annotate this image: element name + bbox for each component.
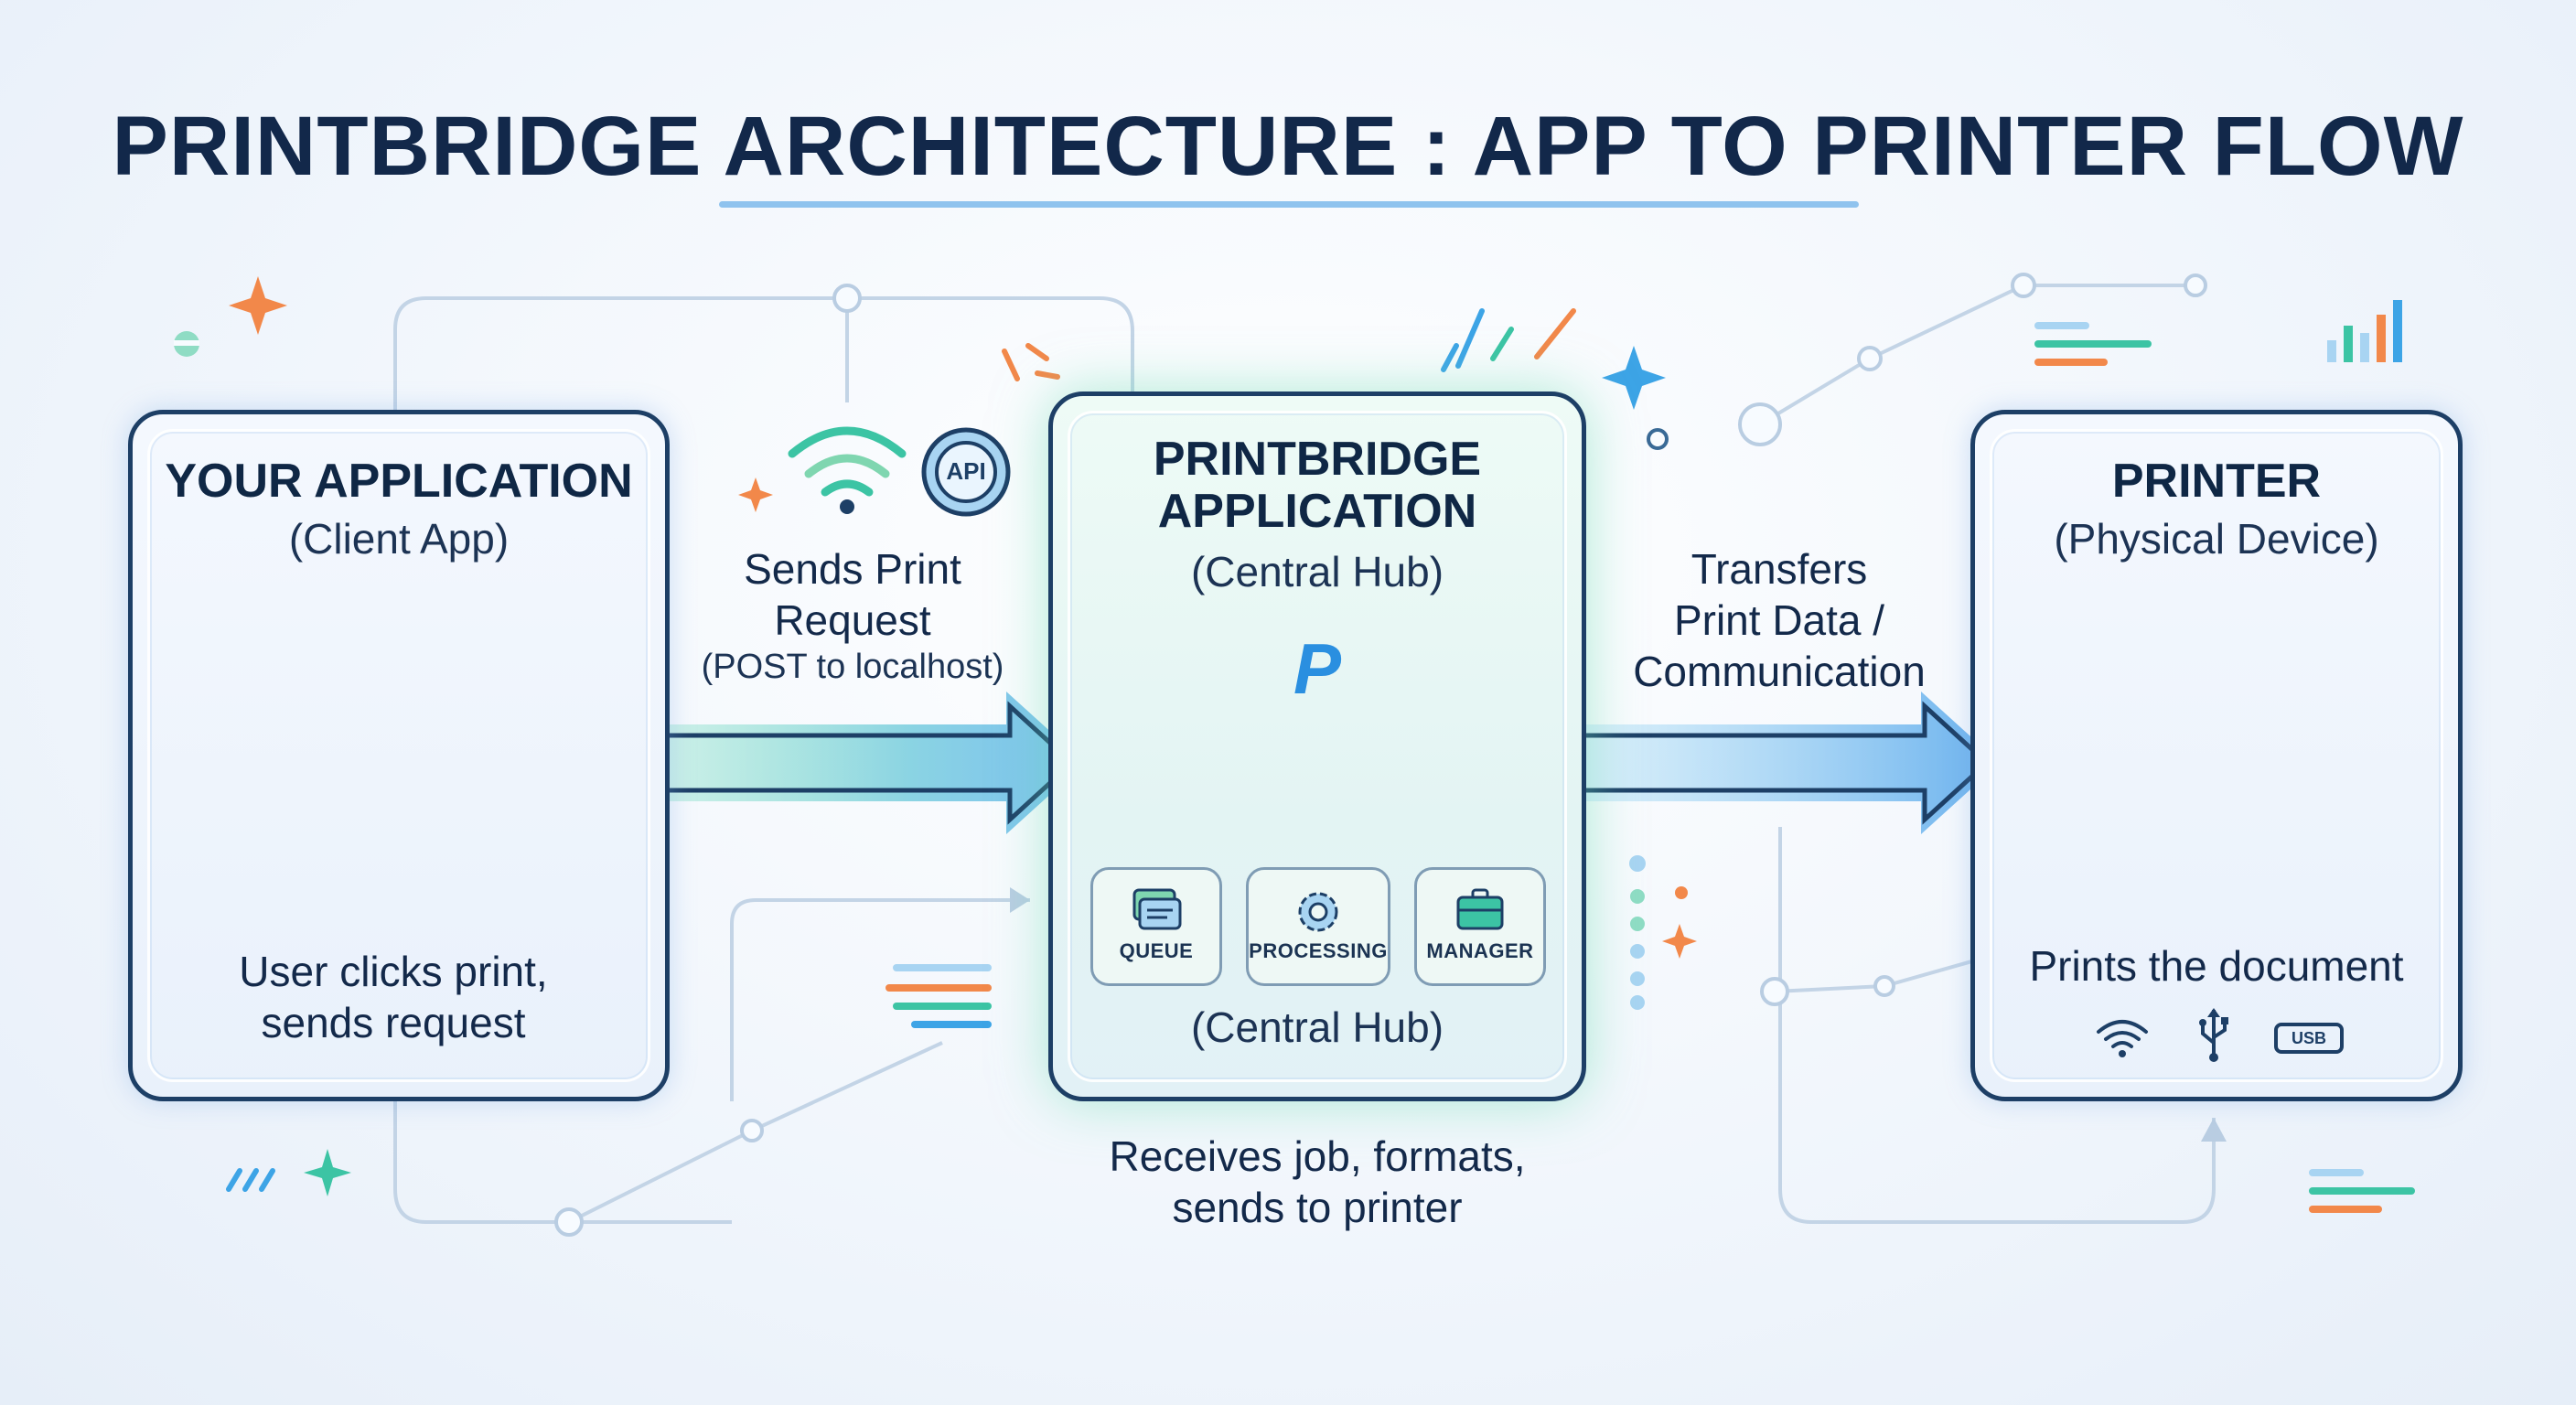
connector-lines [393, 284, 2216, 1224]
hub-footer: (Central Hub) [1190, 1003, 1444, 1051]
api-gear-icon [921, 427, 1011, 517]
transfer-flow-label-line: Print Data / [1673, 596, 1885, 645]
gear-icon [1298, 892, 1338, 932]
page-title: PRINTBRIDGE ARCHITECTURE : APP TO PRINTE… [112, 100, 2464, 193]
module-label: MANAGER [1426, 939, 1534, 962]
processing-module: PROCESSING [1246, 867, 1390, 986]
hub-title: PRINTBRIDGE APPLICATION [1048, 433, 1586, 539]
accent-dots [174, 331, 1688, 1010]
queue-module: QUEUE [1090, 867, 1222, 986]
small-arrowhead-icon [2201, 1118, 2227, 1142]
request-flow-label: Sends Print Request [651, 543, 1054, 646]
transfer-arrow [1570, 692, 2000, 834]
client-app-panel [128, 410, 670, 1101]
module-label: QUEUE [1119, 939, 1194, 962]
hub-subtitle: (Central Hub) [1190, 548, 1444, 595]
client-description-line: User clicks print, [239, 948, 548, 995]
wifi-icon [2093, 1014, 2152, 1061]
client-title: YOUR APPLICATION [165, 455, 633, 508]
api-label: API [946, 457, 986, 485]
title-underline [719, 201, 1859, 208]
legend-lines-icon [886, 322, 2415, 1213]
printer-subtitle: (Physical Device) [2054, 515, 2379, 563]
client-description: User clicks print, sends request [168, 946, 618, 1048]
printer-description: Prints the document [2029, 942, 2404, 990]
wifi-signal-icon [788, 426, 907, 514]
usb-symbol-icon [2192, 1006, 2236, 1065]
request-flow-label-line: Sends Print [744, 545, 961, 593]
module-label: PROCESSING [1249, 939, 1388, 962]
hub-description-line: sends to printer [1172, 1184, 1463, 1232]
connector-nodes [554, 273, 2207, 1237]
small-arrowhead-icon [1010, 887, 1030, 913]
manager-module: MANAGER [1414, 867, 1546, 986]
client-description-line: sends request [261, 999, 526, 1047]
hub-title-line: APPLICATION [1157, 485, 1477, 539]
hub-title-line: PRINTBRIDGE [1153, 433, 1482, 486]
hub-description-line: Receives job, formats, [1109, 1132, 1526, 1180]
hub-description: Receives job, formats, sends to printer [1006, 1131, 1628, 1233]
printbridge-logo: P [1293, 628, 1342, 709]
usb-port-icon: USB [2274, 1023, 2344, 1054]
request-flow-label-line: Request [774, 596, 931, 645]
transfer-flow-label: Transfers Print Data / Communication [1583, 543, 1976, 697]
briefcase-icon [1456, 888, 1504, 930]
printer-title: PRINTER [2111, 455, 2322, 508]
request-flow-detail: (POST to localhost) [701, 648, 1004, 686]
transfer-flow-label-line: Transfers [1690, 545, 1868, 593]
queue-icon [1132, 888, 1182, 930]
client-subtitle: (Client App) [288, 515, 510, 563]
request-arrow [653, 692, 1085, 834]
mini-bar-chart-icon [2327, 300, 2402, 362]
printer-panel [1970, 410, 2463, 1101]
transfer-flow-label-line: Communication [1633, 648, 1926, 696]
